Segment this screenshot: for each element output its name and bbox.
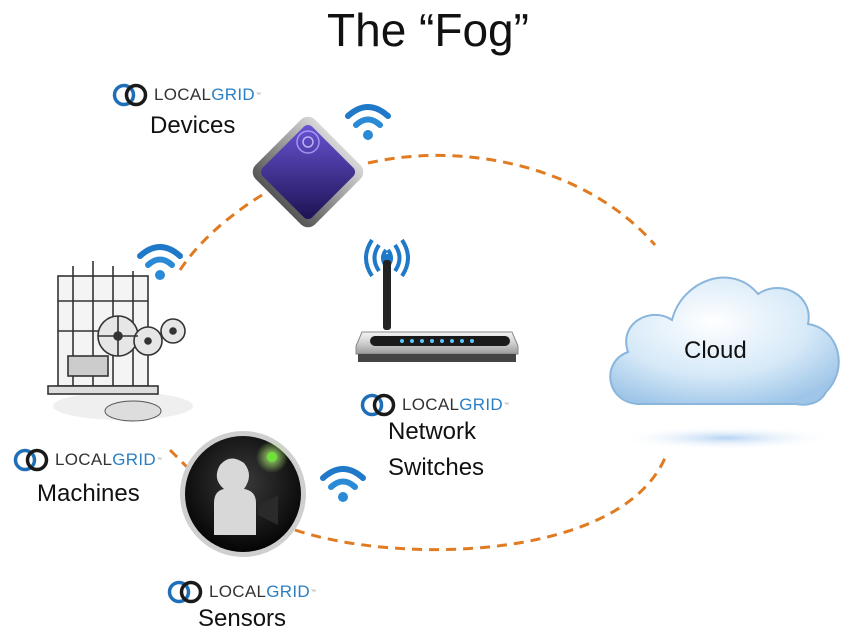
logo-trademark: ™ <box>255 92 262 98</box>
logo-text-local: LOCAL <box>154 85 212 104</box>
localgrid-logo-network: LOCALGRID™ <box>360 391 509 419</box>
sensor-camera-icon <box>180 431 306 557</box>
label-devices: Devices <box>150 112 236 139</box>
localgrid-rings-icon <box>360 393 396 417</box>
logo-text-grid: GRID <box>266 582 310 601</box>
localgrid-logo-machines: LOCALGRID™ <box>13 446 162 474</box>
link-sensors-cloud <box>294 457 667 552</box>
logo-trademark: ™ <box>310 589 317 595</box>
logo-text-local: LOCAL <box>402 395 460 414</box>
localgrid-logo-sensors: LOCALGRID™ <box>167 578 316 606</box>
wifi-icon-sensors <box>320 466 366 502</box>
link-machines-devices <box>178 193 263 271</box>
diagram-title: The “Fog” <box>327 4 529 56</box>
localgrid-rings-icon <box>167 580 203 604</box>
wifi-icon-devices <box>345 104 391 140</box>
label-switches: Switches <box>388 454 485 481</box>
logo-text-local: LOCAL <box>55 450 113 469</box>
cloud-icon <box>609 276 840 450</box>
router-icon <box>355 238 519 362</box>
logo-trademark: ™ <box>156 457 163 463</box>
wifi-icon-machines <box>137 244 183 280</box>
device-tile-icon <box>252 116 364 228</box>
logo-text-local: LOCAL <box>209 582 267 601</box>
machine-illustration <box>47 261 193 422</box>
localgrid-logo-devices: LOCALGRID™ <box>112 81 261 109</box>
logo-text-grid: GRID <box>112 450 156 469</box>
link-machines-sensors <box>168 448 190 470</box>
localgrid-rings-icon <box>13 448 49 472</box>
label-machines: Machines <box>37 480 140 507</box>
logo-text-grid: GRID <box>211 85 255 104</box>
label-sensors: Sensors <box>198 605 287 632</box>
localgrid-rings-icon <box>112 83 148 107</box>
label-network: Network <box>388 418 477 445</box>
link-devices-cloud <box>367 153 657 246</box>
label-cloud: Cloud <box>684 337 747 364</box>
logo-text-grid: GRID <box>459 395 503 414</box>
logo-trademark: ™ <box>503 402 510 408</box>
